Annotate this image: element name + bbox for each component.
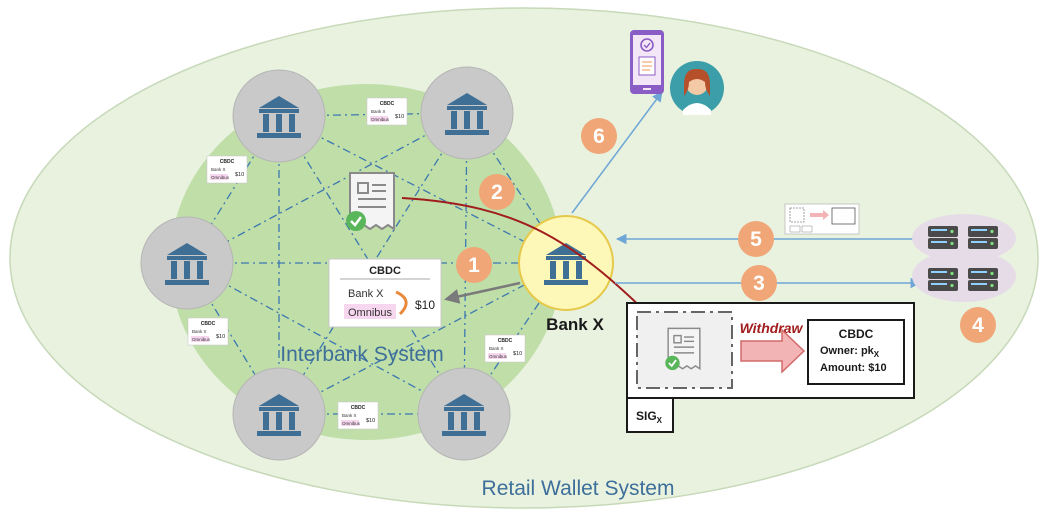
mini-card-from: Bank X: [489, 346, 504, 351]
smartphone-icon: [630, 30, 664, 94]
user-avatar-icon: [670, 61, 724, 115]
mini-card-from: Bank X: [342, 413, 357, 418]
token-transfer-arrow: [401, 197, 666, 332]
step-4-badge: 4: [960, 307, 996, 343]
ledger-card-from: Bank X: [348, 288, 384, 300]
step-number: 1: [468, 254, 480, 277]
mini-card-title: CBDC: [380, 101, 395, 107]
mini-card-to: Omnibus: [371, 117, 390, 122]
ledger-card-title: CBDC: [369, 265, 401, 277]
mini-card-to: Omnibus: [211, 175, 230, 180]
step-number: 5: [750, 228, 762, 251]
step-1-badge: 1: [456, 247, 492, 283]
bank-x-node: [518, 215, 614, 311]
bank-node: [232, 69, 326, 163]
signature-box: SIGX: [626, 397, 674, 433]
mini-ledger-card: CBDC Bank X Omnibus $10: [206, 155, 248, 184]
record-arrow: [444, 281, 521, 304]
signature-label: SIGX: [636, 409, 663, 425]
step-6-arrow: [571, 91, 663, 214]
mini-card-title: CBDC: [201, 321, 216, 327]
mini-card-amount: $10: [395, 114, 404, 120]
mini-card-from: Bank X: [192, 329, 207, 334]
mini-ledger-card: CBDC Bank X Omnibus $10: [366, 97, 408, 126]
mini-card-to: Omnibus: [342, 421, 361, 426]
ledger-card-amount: $10: [415, 298, 435, 312]
bank-node: [420, 66, 514, 160]
interbank-system-label: Interbank System: [280, 343, 443, 366]
step-number: 2: [491, 181, 503, 204]
mini-transaction-card: [784, 203, 860, 235]
retail-wallet-system-label: Retail Wallet System: [482, 477, 675, 500]
cbdc-token-owner: Owner: pkX: [820, 345, 880, 359]
withdraw-panel: Withdraw CBDC Owner: pkX Amount: $10: [626, 302, 915, 399]
receipt-check-icon: [665, 327, 701, 371]
mini-card-amount: $10: [216, 334, 225, 340]
mini-card-amount: $10: [366, 418, 375, 424]
cbdc-token-amount: Amount: $10: [820, 362, 887, 374]
transfer-arrow-icon: [395, 290, 408, 316]
mini-card-title: CBDC: [220, 159, 235, 165]
mini-card-from: Bank X: [211, 167, 226, 172]
bank-node: [140, 216, 234, 310]
mini-ledger-card: CBDC Bank X Omnibus $10: [187, 317, 229, 346]
mini-ledger-card: CBDC Bank X Omnibus $10: [337, 401, 379, 430]
step-5-badge: 5: [738, 221, 774, 257]
mini-card-title: CBDC: [351, 405, 366, 411]
step-2-badge: 2: [479, 174, 515, 210]
withdraw-arrow: [740, 328, 806, 374]
receipt-check-icon: [346, 172, 395, 231]
step-number: 3: [753, 272, 765, 295]
mini-card-title: CBDC: [498, 338, 513, 344]
mini-card-to: Omnibus: [192, 337, 211, 342]
bank-node: [417, 367, 511, 461]
step-3-badge: 3: [741, 265, 777, 301]
step-6-badge: 6: [581, 118, 617, 154]
cbdc-token-card: [807, 319, 905, 385]
mini-ledger-card: CBDC Bank X Omnibus $10: [484, 334, 526, 363]
ledger-card: CBDC Bank X Omnibus $10: [328, 258, 442, 328]
mini-card-amount: $10: [513, 351, 522, 357]
cbdc-token-title: CBDC: [839, 327, 874, 341]
ledger-card-to: Omnibus: [348, 307, 393, 319]
step-number: 6: [593, 125, 605, 148]
server-rack-icon: [912, 214, 1016, 302]
mini-card-to: Omnibus: [489, 354, 508, 359]
withdraw-action-label: Withdraw: [740, 320, 804, 336]
mini-card-from: Bank X: [371, 109, 386, 114]
mini-card-amount: $10: [235, 172, 244, 178]
bank-node: [232, 367, 326, 461]
bank-x-label: Bank X: [546, 315, 604, 334]
step-number: 4: [972, 314, 984, 337]
